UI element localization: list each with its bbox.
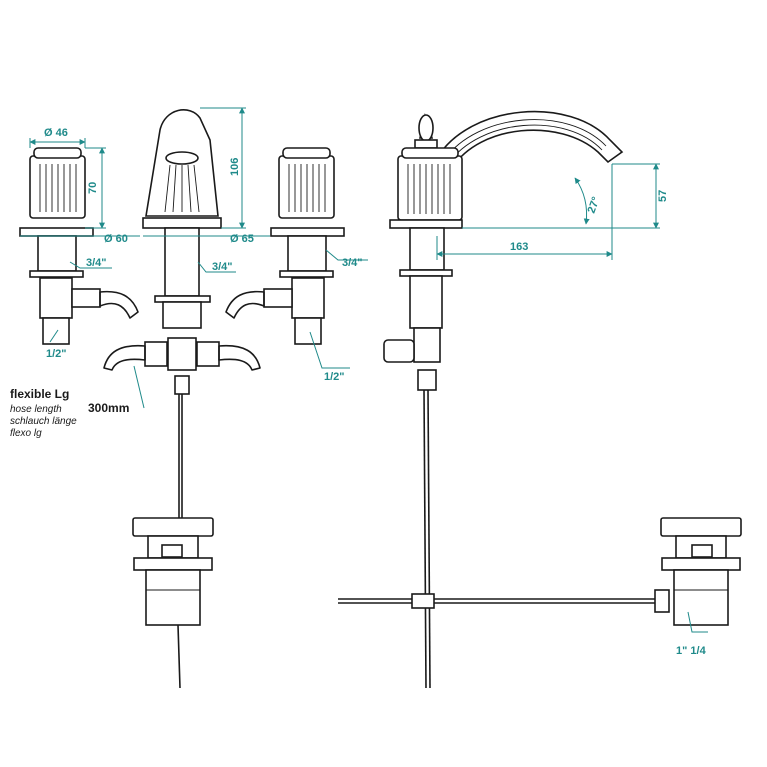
handle-diameter-label: Ø 46 xyxy=(44,127,68,139)
hose-note-line-3: flexo lg xyxy=(10,428,42,439)
center-thread-label: 3/4" xyxy=(212,261,233,273)
hose-note-line-2: schlauch länge xyxy=(10,416,77,427)
right-valve-thread-label: 3/4" xyxy=(342,257,363,269)
left-waste-assembly xyxy=(132,517,214,689)
left-handle-assembly xyxy=(19,147,139,345)
spout-angle-label: 27° xyxy=(586,195,603,215)
handle-height-label: 70 xyxy=(87,182,99,194)
spout-height-label: 106 xyxy=(229,158,241,176)
dimension-lines xyxy=(20,107,708,633)
dimension-labels: Ø 46 70 Ø 60 106 Ø 65 163 57 27° 3/4" 3/… xyxy=(44,127,707,657)
handle-base-diameter-label: Ø 60 xyxy=(104,233,128,245)
hose-note-title: flexible Lg xyxy=(10,387,69,401)
right-handle-assembly xyxy=(225,147,345,345)
hose-length-note: flexible Lg hose length schlauch länge f… xyxy=(10,387,129,439)
side-view-spout xyxy=(383,110,624,689)
center-spout-front xyxy=(103,109,261,520)
left-inlet-label: 1/2" xyxy=(46,348,67,360)
waste-outlet-label: 1" 1/4 xyxy=(676,645,707,657)
spout-reach-label: 163 xyxy=(510,241,528,253)
left-valve-thread-label: 3/4" xyxy=(86,257,107,269)
side-view-waste xyxy=(338,517,742,626)
right-inlet-label: 1/2" xyxy=(324,371,345,383)
spout-clearance-label: 57 xyxy=(657,190,669,202)
hose-length-value: 300mm xyxy=(88,401,129,415)
spout-base-diameter-label: Ø 65 xyxy=(230,233,254,245)
hose-note-line-1: hose length xyxy=(10,404,62,415)
